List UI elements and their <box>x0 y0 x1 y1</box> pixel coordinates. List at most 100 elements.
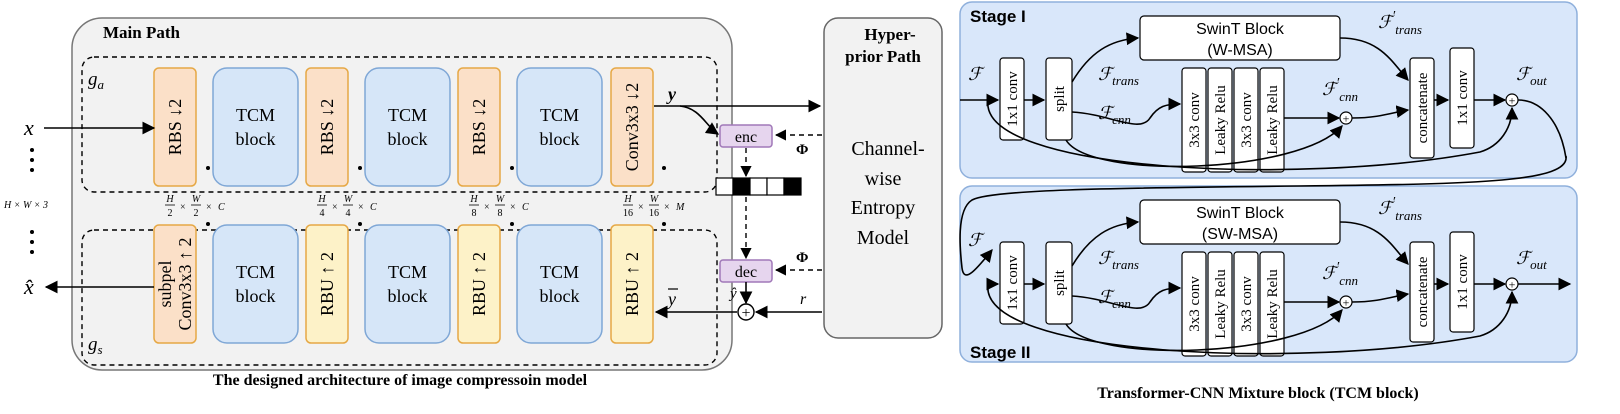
hyperprior-body-3: Entropy <box>851 197 915 219</box>
stage1-cnn-layer-1 <box>1207 67 1233 173</box>
svg-text:W: W <box>192 194 202 205</box>
stage1-out-line <box>1517 99 1567 159</box>
stage1-F-cnn-prime: ℱ′cnn <box>1322 76 1358 104</box>
stage2-conv1x1-a <box>999 241 1025 325</box>
r-label: r <box>800 291 807 308</box>
svg-text:4: 4 <box>346 208 351 219</box>
svg-text:×: × <box>510 202 516 213</box>
resample-block-label: RBU ↑ 2 <box>622 252 642 316</box>
svg-text:2: 2 <box>168 208 173 219</box>
enc-label: enc <box>735 129 757 146</box>
stage1-cnn-layer-0-label: 3x3 conv <box>1187 92 1203 148</box>
resample-block-label: RBU ↑ 2 <box>317 252 337 316</box>
phi-dec-label: Φ <box>796 250 808 266</box>
plus-sign: + <box>741 305 750 322</box>
y-hat-label: ŷ <box>728 286 737 302</box>
svg-text:C: C <box>370 202 377 213</box>
svg-text:W: W <box>496 194 506 205</box>
svg-text:×: × <box>180 202 186 213</box>
stage2-F-trans-prime: ℱ′trans <box>1378 195 1422 223</box>
decoder-resample-block-6 <box>610 224 654 344</box>
tcm-block-label: block <box>236 286 276 306</box>
dec-label: dec <box>735 264 757 281</box>
stage1-split <box>1045 57 1073 141</box>
decoder-group <box>81 229 718 366</box>
plus-node <box>737 303 755 321</box>
hyperprior-panel <box>823 17 943 339</box>
stage1-swin-to-concat <box>1339 37 1409 81</box>
stage2-split-to-swin <box>1071 216 1140 267</box>
stage2-cnn-layer-1 <box>1207 251 1233 357</box>
tcm-block-label: TCM <box>388 105 427 125</box>
tcm-block-label: TCM <box>540 262 579 282</box>
bitstream <box>715 177 802 196</box>
tcm-caption: Transformer-CNN Mixture block (TCM block… <box>1097 385 1418 402</box>
svg-text:8: 8 <box>472 208 477 219</box>
stage2-cnn-layer-0-label: 3x3 conv <box>1187 276 1203 332</box>
stage1-cnn-layer-3-label: Leaky Relu <box>1265 85 1281 155</box>
phi-enc-label: Φ <box>796 142 808 158</box>
stage1-swin-label-1: SwinT Block <box>1196 21 1285 38</box>
stage2-label: Stage II <box>970 343 1030 362</box>
ga-label: ga <box>88 69 105 92</box>
resample-block-label: subpelConv3x3 ↑ 2 <box>155 237 195 330</box>
decoder-resample-block-4 <box>457 224 501 344</box>
stage1-concat <box>1409 57 1435 159</box>
svg-text:H: H <box>469 194 478 205</box>
y-bar-label: y <box>666 289 676 309</box>
ellipsis-dots <box>30 148 666 254</box>
y-to-enc-arrow <box>679 105 720 135</box>
tcm-block-label: TCM <box>236 262 275 282</box>
svg-text:2: 2 <box>194 208 199 219</box>
tcm-block-label: block <box>388 286 428 306</box>
encoder-tcm-block-5 <box>516 67 603 187</box>
tcm-block-label: block <box>540 286 580 306</box>
decoder-resample-block-0 <box>153 224 197 344</box>
hyperprior-title-2: prior Path <box>845 47 921 66</box>
stage1-label: Stage I <box>970 7 1026 26</box>
svg-text:×: × <box>484 202 490 213</box>
encoder-resample-block-4 <box>457 67 501 187</box>
decoder-tcm-block-3 <box>364 224 451 344</box>
stage2-concat-label: concatenate <box>1415 256 1431 327</box>
dim-label-2: H8×W8×C <box>469 194 529 219</box>
svg-text:H: H <box>165 194 174 205</box>
stage2-F-trans: ℱtrans <box>1098 248 1139 272</box>
dim-label-3: H16×W16×M <box>623 194 685 219</box>
stage1-split-to-cnn <box>1071 97 1182 125</box>
stage2-outer-residual <box>987 283 1519 355</box>
resample-block-label: RBU ↑ 2 <box>469 252 489 316</box>
stage2-cnn-residual <box>1065 309 1343 352</box>
stage1-out-plus-sign: + <box>1509 94 1516 108</box>
svg-text:×: × <box>664 202 670 213</box>
stage2-swin-label-1: SwinT Block <box>1196 205 1285 222</box>
stage1-conv1x1-b-label: 1x1 conv <box>1455 70 1471 126</box>
stage2-split <box>1045 241 1073 325</box>
encoder-resample-block-6 <box>610 67 654 187</box>
svg-text:16: 16 <box>649 208 659 219</box>
encoder-tcm-block-1 <box>212 67 299 187</box>
tcm-block-label: block <box>540 129 580 149</box>
stage1-cnn-layer-1-label: Leaky Relu <box>1213 85 1229 155</box>
gs-label: gs <box>88 334 103 357</box>
tcm-block-label: TCM <box>540 105 579 125</box>
hyperprior-body-4: Model <box>857 227 910 249</box>
stage2-cnn-layer-0 <box>1181 251 1207 357</box>
input-x: x <box>23 115 34 140</box>
hyperprior-body-2: wise <box>865 168 902 190</box>
resample-block-label: RBS ↓2 <box>469 99 489 156</box>
svg-text:×: × <box>638 202 644 213</box>
stage2-concat <box>1409 241 1435 343</box>
stage1-conv1x1-a <box>999 57 1025 141</box>
stage1-concat-label: concatenate <box>1415 72 1431 143</box>
encoder-resample-block-2 <box>305 67 349 187</box>
decoder-resample-block-2 <box>305 224 349 344</box>
stage2-split-to-cnn <box>1071 281 1182 309</box>
stage-link-curve <box>959 155 1567 276</box>
stage1-cnn-layer-3 <box>1259 67 1285 173</box>
stage1-cnn-layer-2 <box>1233 67 1259 173</box>
stage2-plus-to-concat <box>1351 289 1410 303</box>
